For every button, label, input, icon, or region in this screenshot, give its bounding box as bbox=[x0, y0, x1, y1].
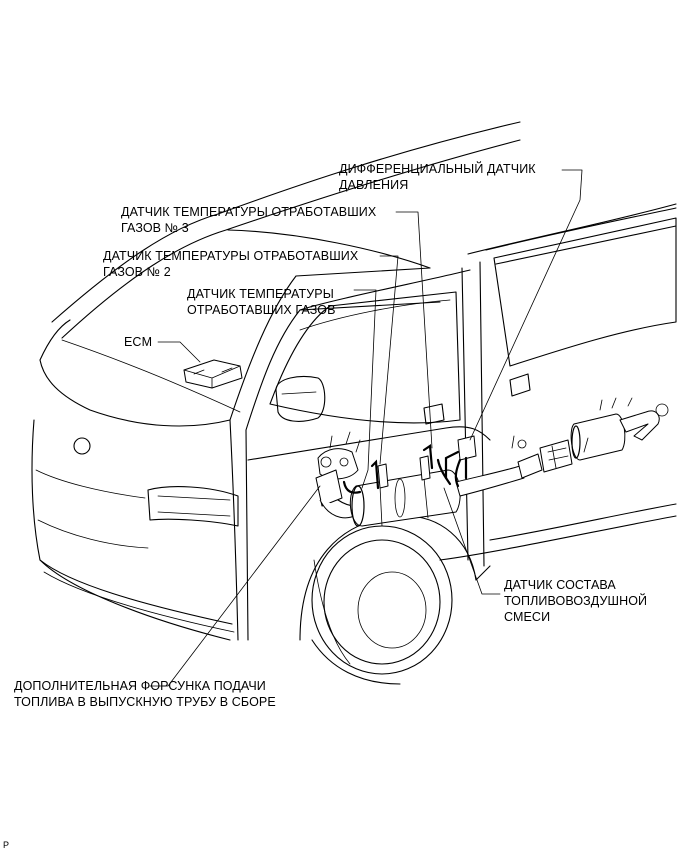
leader-lines bbox=[149, 169, 583, 687]
label-exhaust-temp-sensor-2: ДАТЧИК ТЕМПЕРАТУРЫ ОТРАБОТАВШИХ ГАЗОВ № … bbox=[103, 249, 359, 279]
figure-id: P bbox=[3, 840, 10, 850]
ecm-unit bbox=[183, 359, 243, 389]
exhaust-system bbox=[315, 397, 669, 527]
front-wheel bbox=[311, 525, 453, 685]
label-exhaust-temp-sensor: ДАТЧИК ТЕМПЕРАТУРЫ ОТРАБОТАВШИХ ГАЗОВ bbox=[187, 287, 336, 317]
label-exhaust-temp-sensor-3: ДАТЧИК ТЕМПЕРАТУРЫ ОТРАБОТАВШИХ ГАЗОВ № … bbox=[121, 205, 377, 235]
sensor-wires bbox=[342, 444, 452, 494]
van-body bbox=[31, 121, 677, 641]
label-ecm: ECM bbox=[124, 335, 153, 349]
label-differential-pressure-sensor: ДИФФЕРЕНЦИАЛЬНЫЙ ДАТЧИК ДАВЛЕНИЯ bbox=[339, 162, 536, 192]
label-air-fuel-ratio-sensor: ДАТЧИК СОСТАВА ТОПЛИВОВОЗДУШНОЙ СМЕСИ bbox=[504, 578, 648, 624]
differential-pressure-sensor bbox=[444, 435, 477, 488]
label-exhaust-fuel-injector: ДОПОЛНИТЕЛЬНАЯ ФОРСУНКА ПОДАЧИ ТОПЛИВА В… bbox=[14, 679, 276, 709]
